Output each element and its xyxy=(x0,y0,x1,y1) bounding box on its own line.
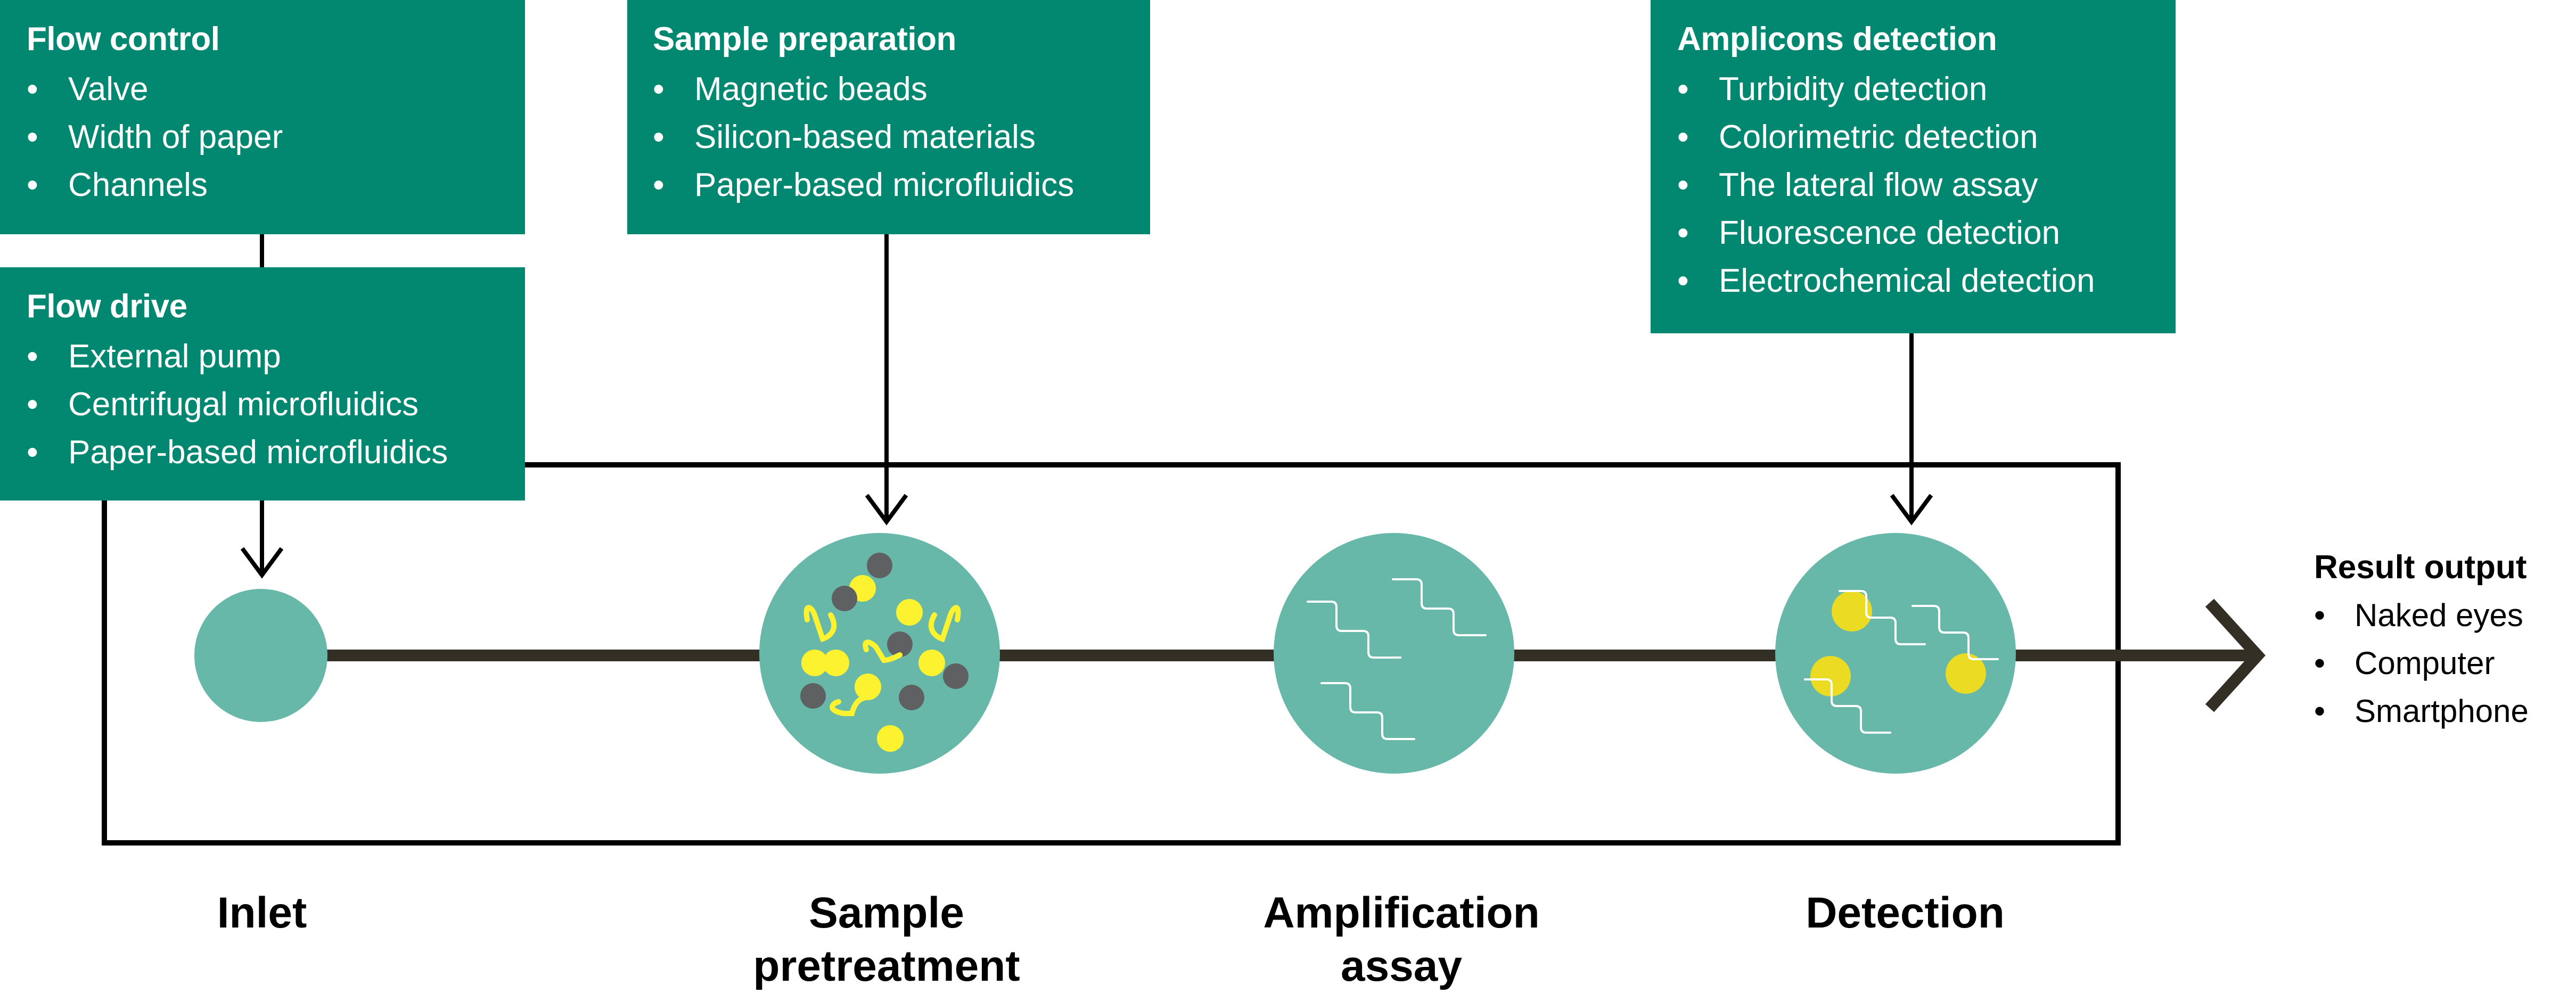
stage-label-line: Sample xyxy=(809,889,964,937)
dna-amplicon xyxy=(1839,590,1926,645)
stage-label-sample-pretreatment: Sample pretreatment xyxy=(753,887,1020,993)
list-item: Smartphone xyxy=(2314,687,2529,735)
amplicons-detection-box: Amplicons detection Turbidity detection … xyxy=(1651,0,2176,333)
dna-amplicon xyxy=(1307,601,1401,659)
bead xyxy=(823,650,849,676)
list-item: Fluorescence detection xyxy=(1677,209,2176,257)
stage-label-line: assay xyxy=(1340,942,1463,990)
box-title: Flow drive xyxy=(27,288,187,325)
stage-label-line: Amplification xyxy=(1263,889,1540,937)
box-title: Sample preparation xyxy=(653,21,956,58)
bead xyxy=(877,725,904,752)
target-signal xyxy=(1810,656,1851,696)
bead xyxy=(801,650,828,676)
bead xyxy=(918,650,945,676)
arrow-head-sample-icon xyxy=(865,494,908,526)
result-output: Result output Naked eyes Computer Smartp… xyxy=(2314,548,2529,735)
dna-amplicon xyxy=(1804,678,1891,734)
bead xyxy=(855,674,881,700)
flow-control-box: Flow control Valve Width of paper Channe… xyxy=(0,0,525,234)
list-item: Centrifugal microfluidics xyxy=(27,381,525,429)
list-item: Turbidity detection xyxy=(1677,65,2176,113)
dna-amplicon xyxy=(1912,605,1999,660)
stage-label-line: pretreatment xyxy=(753,942,1020,990)
result-output-title: Result output xyxy=(2314,549,2527,586)
stage-label-line: Detection xyxy=(1806,889,2005,937)
dna-strand xyxy=(928,605,961,643)
target-signal xyxy=(1946,653,1986,694)
flow-drive-box: Flow drive External pump Centrifugal mic… xyxy=(0,267,525,500)
dna-strand xyxy=(830,695,871,716)
list-item: Paper-based microfluidics xyxy=(653,161,1150,209)
list-item: The lateral flow assay xyxy=(1677,161,2176,209)
arrow-head-inlet-icon xyxy=(240,547,284,579)
box-title: Flow control xyxy=(27,21,220,58)
target-signal xyxy=(1832,591,1872,631)
stage-label-inlet: Inlet xyxy=(217,887,307,940)
dna-strand xyxy=(863,639,903,663)
list-item: External pump xyxy=(27,333,525,381)
list-item: Valve xyxy=(27,65,525,113)
stage-label-line: Inlet xyxy=(217,889,307,937)
box-title: Amplicons detection xyxy=(1677,21,1997,58)
sample-preparation-box: Sample preparation Magnetic beads Silico… xyxy=(627,0,1150,234)
bead xyxy=(896,599,923,626)
dna-amplicon xyxy=(1392,578,1487,636)
list-item: Computer xyxy=(2314,639,2529,687)
list-item: Paper-based microfluidics xyxy=(27,429,525,477)
detection-chamber xyxy=(1775,533,2016,774)
debris xyxy=(943,663,969,689)
list-item: Channels xyxy=(27,161,525,209)
dna-amplicon xyxy=(1320,682,1415,740)
list-item: Silicon-based materials xyxy=(653,113,1150,161)
list-item: Colorimetric detection xyxy=(1677,113,2176,161)
arrow-head-detection-icon xyxy=(1890,494,1933,526)
list-item: Naked eyes xyxy=(2314,592,2529,639)
debris xyxy=(887,631,913,657)
stage-label-amplification-assay: Amplification assay xyxy=(1263,887,1539,993)
debris xyxy=(867,553,892,578)
debris xyxy=(899,685,924,710)
amplification-chamber xyxy=(1274,533,1514,774)
dna-strand xyxy=(803,605,837,643)
list-item: Width of paper xyxy=(27,113,525,161)
list-item: Magnetic beads xyxy=(653,65,1150,113)
sample-pretreatment-chamber xyxy=(759,0,1000,774)
list-item: Electrochemical detection xyxy=(1677,257,2176,305)
inlet-chamber xyxy=(194,589,327,722)
debris xyxy=(800,683,826,709)
debris xyxy=(832,586,857,611)
output-arrow-icon xyxy=(2205,598,2266,712)
stage-label-detection: Detection xyxy=(1806,887,2005,940)
